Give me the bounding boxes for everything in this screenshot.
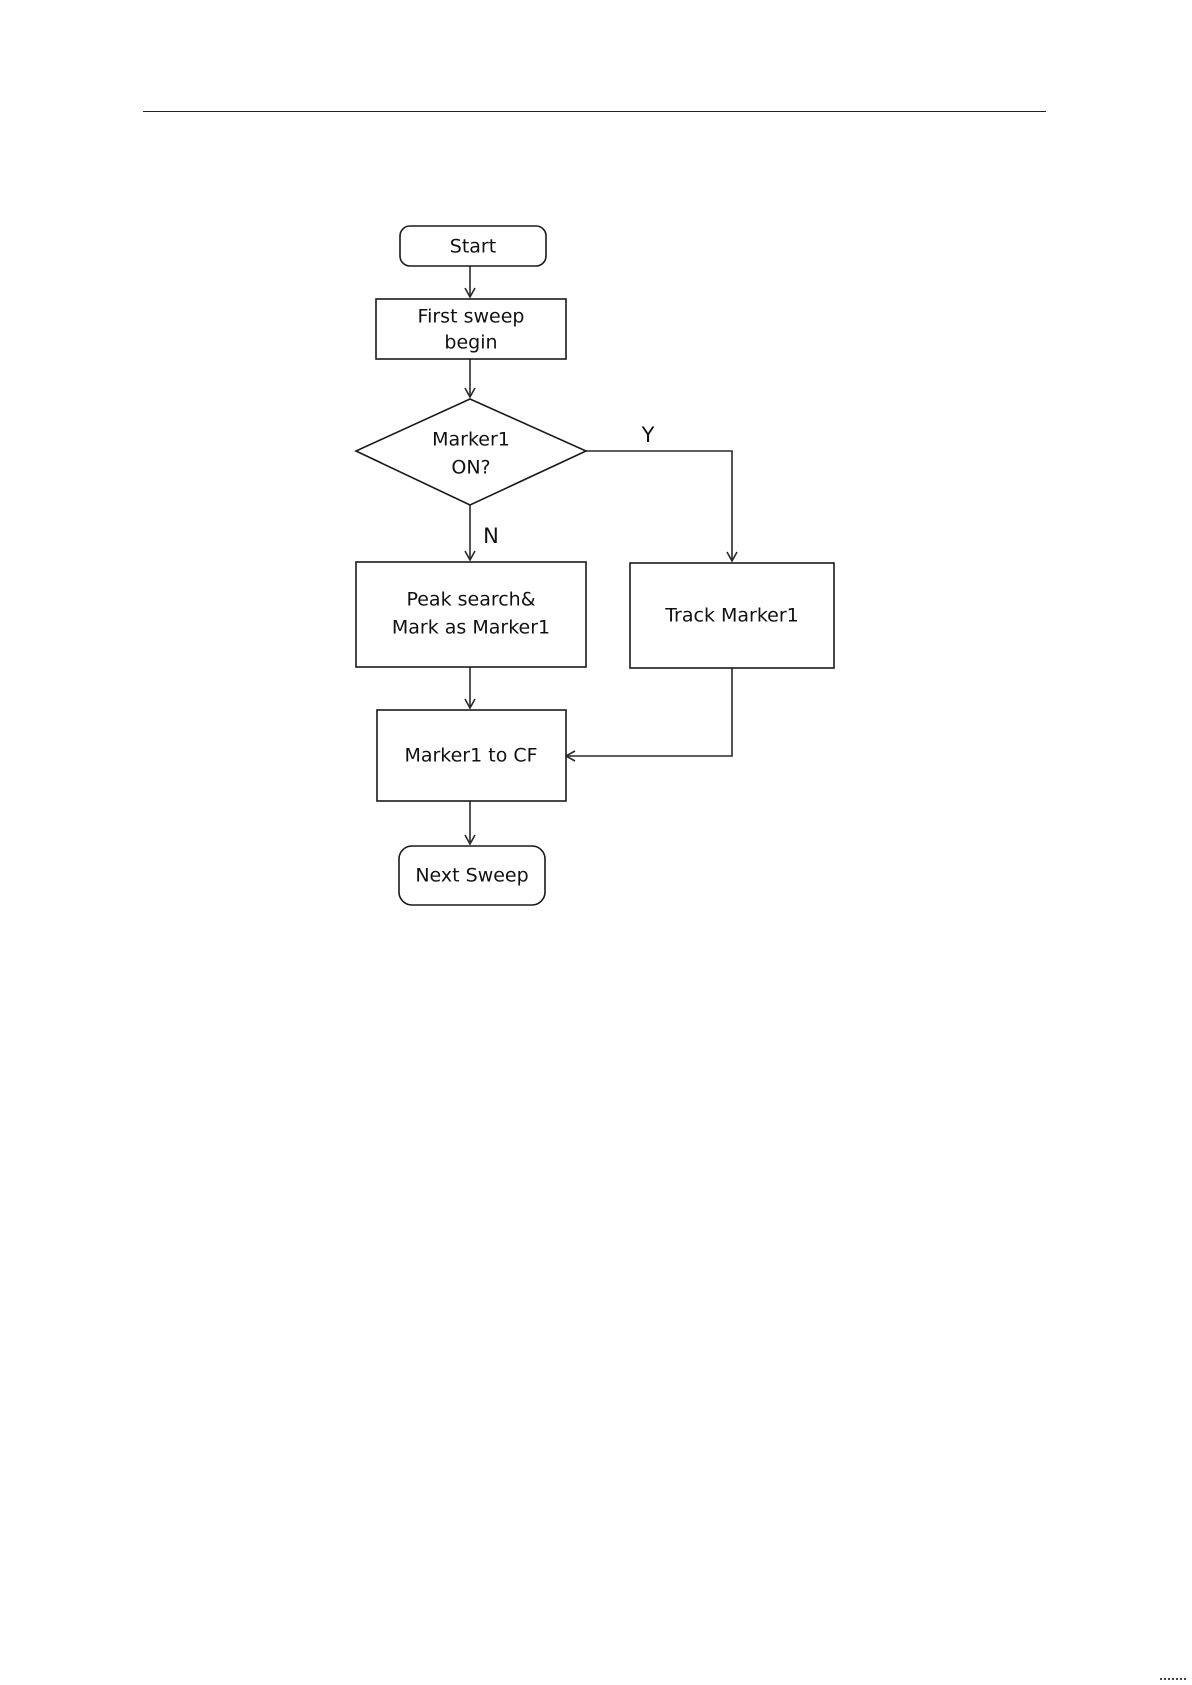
node-decision-label-line1: Marker1 [432,429,510,451]
node-first-sweep-label-line1: First sweep [418,306,525,328]
node-track-marker1: Track Marker1 [630,563,834,668]
node-peak-search: Peak search& Mark as Marker1 [356,562,586,667]
node-peak-search-label-line1: Peak search& [406,589,535,611]
edge-track-to-cf [566,668,732,756]
footer-marks [1160,1678,1186,1683]
node-marker1-to-cf: Marker1 to CF [377,710,566,801]
node-first-sweep: First sweep begin [376,299,566,359]
node-decision-label-line2: ON? [451,457,490,479]
edge-label-yes: Y [641,423,655,447]
node-marker1-to-cf-label: Marker1 to CF [404,745,537,767]
process-shape [356,562,586,667]
node-marker1-on-decision: Marker1 ON? [356,399,586,505]
node-first-sweep-label-line2: begin [444,332,497,354]
edge-label-no: N [483,524,499,548]
node-next-sweep-label: Next Sweep [415,865,528,887]
node-start: Start [400,226,546,266]
node-next-sweep: Next Sweep [399,846,545,905]
edge-decision-yes [586,451,732,561]
decision-shape [356,399,586,505]
node-start-label: Start [450,236,496,258]
node-track-marker1-label: Track Marker1 [664,605,799,627]
node-peak-search-label-line2: Mark as Marker1 [392,617,550,639]
